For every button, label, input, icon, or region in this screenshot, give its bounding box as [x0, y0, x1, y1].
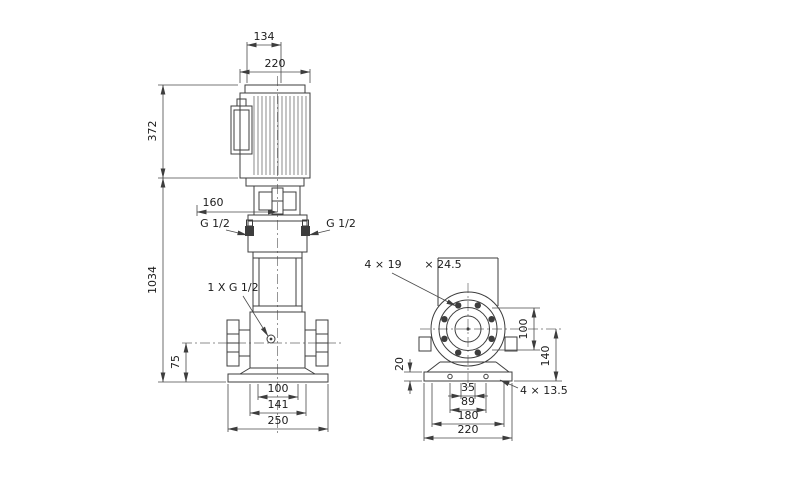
- side-view: 4 × 19 × 24.5 100 140 20: [364, 257, 568, 441]
- dim-100-side-label: 100: [517, 319, 530, 340]
- dim-100-side: 100: [492, 307, 540, 351]
- pump-base-side: [423, 361, 513, 382]
- port-left-label: G 1/2: [200, 217, 230, 230]
- dim-100-front: 100: [257, 382, 299, 400]
- dim-250-label: 250: [268, 414, 289, 427]
- dim-75: 75: [169, 342, 189, 383]
- base-plate-side: [423, 371, 513, 382]
- dim-372: 372: [146, 84, 238, 179]
- bolt-hole: [455, 302, 462, 309]
- side-lug-right: [504, 336, 518, 352]
- dim-220: 220: [239, 57, 311, 83]
- pump-base-front: [227, 367, 329, 383]
- motor: [239, 84, 311, 187]
- dim-1034: 1034: [146, 177, 226, 383]
- dim-1034-label: 1034: [146, 266, 159, 294]
- port-plug-left: [245, 226, 254, 236]
- base-hole: [483, 373, 489, 380]
- bolt-hole: [441, 335, 448, 342]
- drain-label-group: 1 X G 1/2: [207, 281, 269, 337]
- dim-35-label: 35: [461, 381, 475, 394]
- bore-circle: [454, 315, 482, 343]
- motor-endbell: [245, 177, 305, 187]
- base-hole: [447, 373, 453, 380]
- port-right-label: G 1/2: [326, 217, 356, 230]
- motor-stool: [253, 185, 301, 216]
- side-lug-left: [418, 336, 432, 352]
- dim-134-label: 134: [254, 30, 275, 43]
- dim-220-label: 220: [265, 57, 286, 70]
- centerlines-front: [182, 76, 342, 436]
- base-plate-front: [227, 373, 329, 383]
- dim-75-label: 75: [169, 355, 182, 369]
- port-label-left: G 1/2: [200, 217, 248, 236]
- bolt-hole: [488, 335, 495, 342]
- dim-140: 140: [514, 328, 562, 382]
- dim-372-label: 372: [146, 121, 159, 142]
- drain-label: 1 X G 1/2: [207, 281, 258, 294]
- holes-label: 4 × 19: [364, 258, 401, 271]
- dim-220-side-label: 220: [458, 423, 479, 436]
- flange-holes-note: 4 × 19 × 24.5: [364, 258, 462, 307]
- flange-face: [418, 291, 518, 367]
- centerlines-side: [420, 283, 562, 390]
- port-plug-right: [301, 226, 310, 236]
- pump-body: [226, 311, 329, 369]
- drain-plug: [266, 334, 276, 344]
- holes-depth-label: × 24.5: [424, 258, 461, 271]
- bolt-hole: [474, 302, 481, 309]
- terminal-box: [230, 98, 253, 155]
- coupling-guard-window: [282, 191, 297, 211]
- dim-141-label: 141: [268, 398, 289, 411]
- bolt-hole: [474, 349, 481, 356]
- dim-180-label: 180: [458, 409, 479, 422]
- dim-180: 180: [431, 383, 505, 427]
- column-section: [437, 257, 499, 306]
- dim-141: 141: [249, 384, 307, 416]
- dim-160-label: 160: [203, 196, 224, 209]
- bolt-hole: [455, 349, 462, 356]
- dim-250: 250: [227, 384, 329, 432]
- port-label-right: G 1/2: [308, 217, 356, 236]
- dim-89-label: 89: [461, 395, 475, 408]
- base-holes-note: 4 × 13.5: [499, 379, 568, 397]
- dim-140-label: 140: [539, 346, 552, 367]
- volute-outline: [430, 291, 506, 367]
- coupling-guard-window: [258, 191, 273, 211]
- dim-220-side: 220: [423, 383, 513, 441]
- raised-face-circle: [446, 307, 490, 351]
- dim-20-label: 20: [393, 357, 406, 371]
- center-mark: [466, 327, 470, 331]
- base-holes-label: 4 × 13.5: [520, 384, 568, 397]
- dim-100-label: 100: [268, 382, 289, 395]
- dim-20: 20: [393, 357, 422, 394]
- dim-89: 89: [449, 383, 487, 413]
- bolt-hole: [441, 316, 448, 323]
- flange-circle: [438, 299, 498, 359]
- bolt-hole: [488, 316, 495, 323]
- dim-134: 134: [246, 30, 282, 83]
- fan-cover: [244, 84, 306, 94]
- dim-35: 35: [448, 381, 488, 399]
- front-view: 134 220 372 1034 160 G 1/2: [146, 30, 356, 436]
- dim-160: 160: [196, 196, 278, 216]
